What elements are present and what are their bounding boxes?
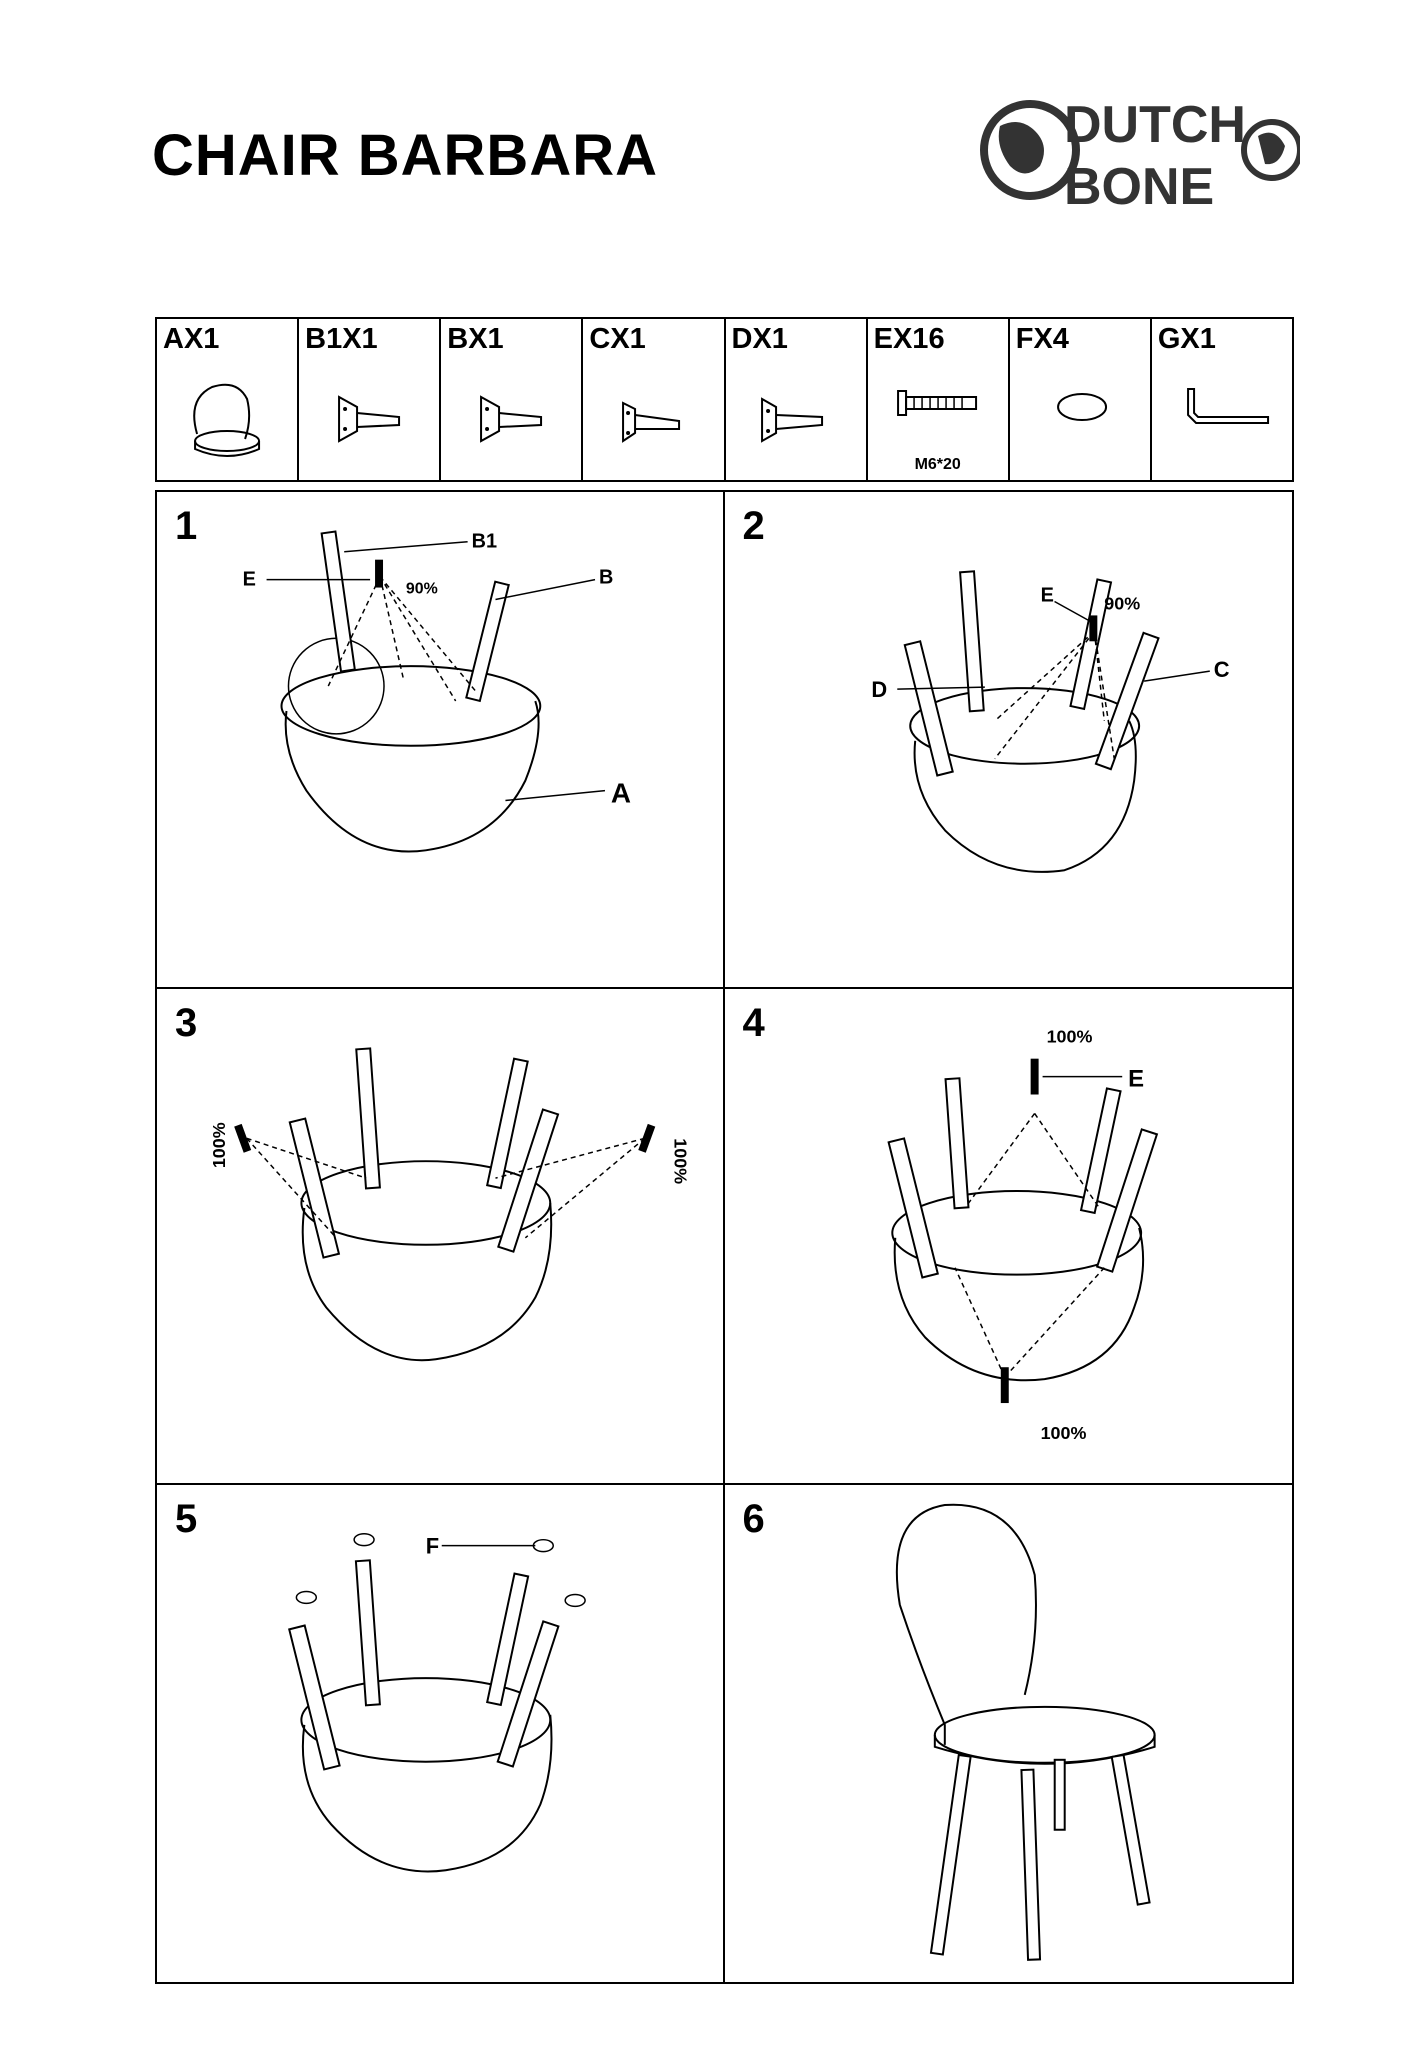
step-6: 6 — [725, 1485, 1293, 1982]
label-b1: B1 — [472, 531, 497, 553]
step-number: 6 — [742, 1497, 765, 1542]
step-number: 1 — [175, 504, 198, 548]
step-number: 3 — [175, 1000, 198, 1045]
torque-left-label: 100% — [209, 1122, 229, 1168]
leg-icon — [760, 397, 823, 443]
part-b1: B1X1 — [299, 319, 442, 480]
torque-top-label: 100% — [1046, 1026, 1092, 1046]
step-1-illustration: B1 E B A 90% — [243, 530, 631, 853]
parts-list: AX1 B1X1 BX1 CX1 DX1 — [155, 317, 1294, 482]
part-d: DX1 — [726, 319, 868, 480]
label-f: F — [426, 1534, 439, 1559]
step-3: 3 100% 100% — [157, 988, 725, 1486]
label-a: A — [611, 778, 631, 809]
torque-bottom-label: 100% — [1040, 1423, 1086, 1443]
part-label: EX16 — [873, 323, 945, 355]
step-number: 2 — [742, 504, 765, 548]
bolt-size-label: M6*20 — [914, 456, 961, 473]
part-label: GX1 — [1157, 323, 1216, 355]
part-a: AX1 — [157, 319, 300, 480]
label-d: D — [871, 677, 887, 702]
bolt-icon — [896, 390, 977, 416]
leg-icon — [338, 395, 401, 443]
felt-pad-icon — [1056, 393, 1107, 421]
part-label: DX1 — [731, 323, 788, 355]
part-f: FX4 — [1010, 319, 1152, 480]
logo-line-1: DUTCH — [1064, 96, 1246, 154]
part-e: EX16 M6*20 — [868, 319, 1010, 480]
assembly-steps: 1 B1 E B A 90% 2 — [155, 490, 1294, 1984]
allen-key-icon — [1186, 388, 1269, 424]
assembled-chair-illustration — [895, 1504, 1156, 1962]
label-b: B — [599, 567, 613, 589]
leg-icon — [480, 395, 543, 443]
torque-label: 90% — [1104, 593, 1140, 613]
label-e: E — [1128, 1065, 1144, 1092]
leg-icon — [622, 401, 681, 443]
step-number: 5 — [175, 1497, 198, 1542]
step-2: 2 E 90% D C — [724, 492, 1292, 989]
step-4-illustration: 100% E 100% — [886, 1026, 1158, 1443]
part-label: CX1 — [589, 323, 646, 355]
label-e: E — [243, 569, 256, 591]
part-label: B1X1 — [305, 323, 378, 355]
label-c: C — [1213, 657, 1229, 682]
torque-right-label: 100% — [671, 1138, 691, 1184]
seat-shell-icon — [193, 383, 261, 457]
step-1: 1 B1 E B A 90% — [157, 492, 725, 989]
step-5-illustration: F — [288, 1533, 586, 1873]
part-label: BX1 — [447, 323, 504, 355]
logo-line-2: BONE — [1064, 158, 1214, 214]
torque-label: 90% — [406, 581, 438, 598]
step-2-illustration: E 90% D C — [871, 570, 1229, 873]
page-title: CHAIR BARBARA — [152, 123, 658, 188]
part-label: AX1 — [163, 323, 220, 355]
part-c: CX1 — [583, 319, 726, 480]
part-b: BX1 — [441, 319, 584, 480]
step-number: 4 — [742, 1000, 765, 1045]
part-g: GX1 — [1152, 319, 1292, 480]
label-e: E — [1040, 584, 1053, 606]
dutch-bone-logo: DUTCH BONE — [980, 96, 1300, 214]
step-3-illustration: 100% 100% — [209, 1046, 691, 1361]
step-5: 5 F — [157, 1485, 725, 1982]
part-label: FX4 — [1015, 323, 1069, 355]
step-4: 4 100% E 100% — [724, 989, 1292, 1486]
